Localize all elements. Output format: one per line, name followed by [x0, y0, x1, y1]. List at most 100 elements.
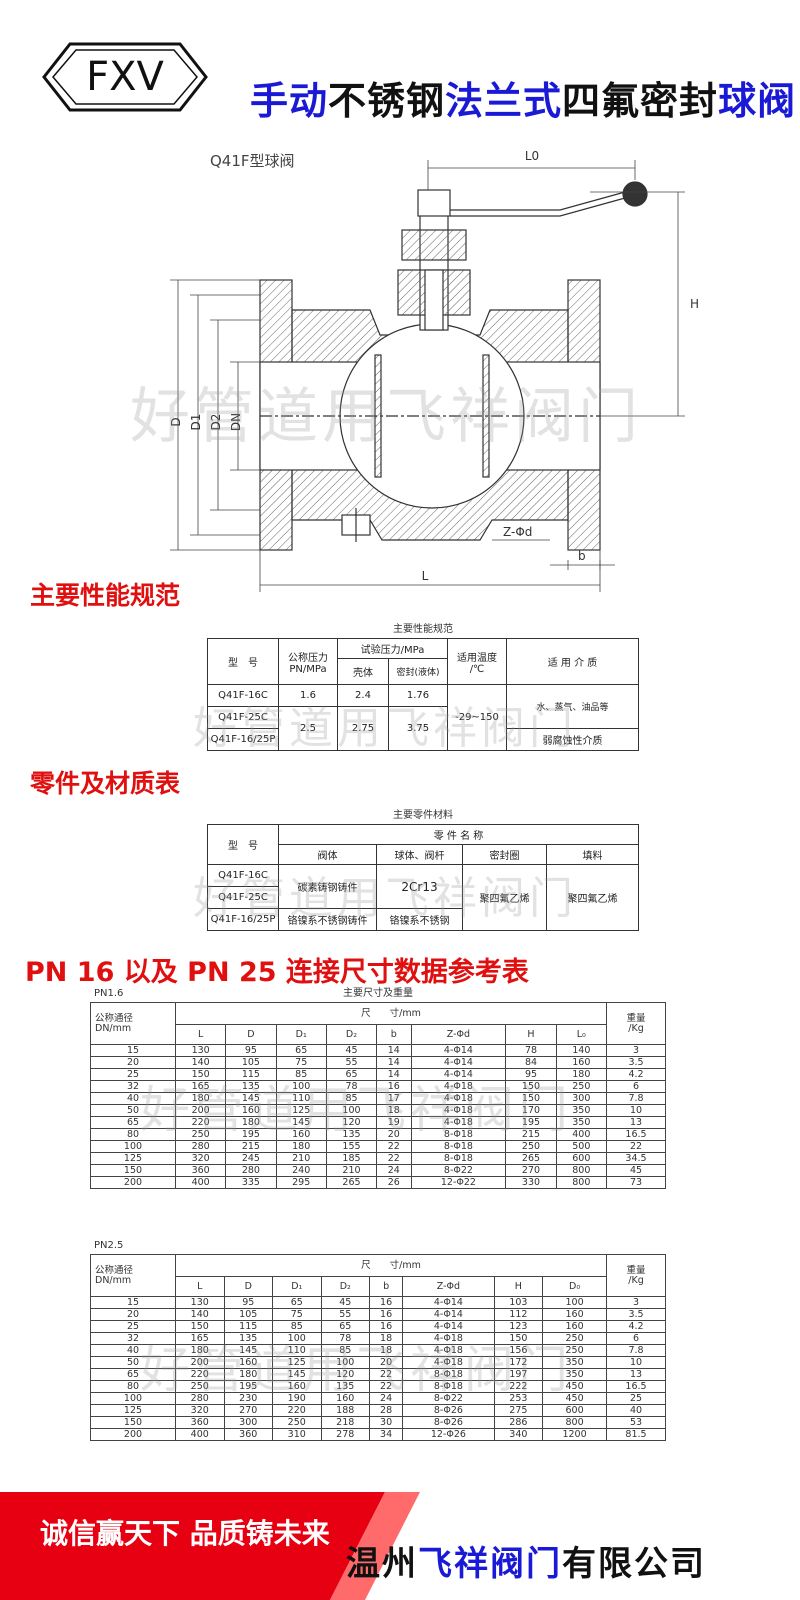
table-cell: 160 [555, 1056, 608, 1069]
table-cell: 22 [376, 1152, 412, 1165]
header-shell: 壳体 [337, 658, 389, 685]
section-heading-dimensions: PN 16 以及 PN 25 连接尺寸数据参考表 [25, 957, 529, 988]
table-cell: 180 [174, 1092, 227, 1105]
company-name-part: 温州 [346, 1544, 418, 1584]
svg-text:FXV: FXV [86, 54, 164, 100]
table-cell: 40 [90, 1344, 176, 1357]
table-cell: 265 [505, 1152, 557, 1165]
table-cell: 25 [90, 1320, 176, 1333]
table-cell: 145 [223, 1344, 273, 1357]
header-seal: 密封(液体) [388, 658, 448, 685]
table-cell: 22 [376, 1140, 412, 1153]
table-cell: 335 [225, 1176, 277, 1189]
table-cell: 125 [90, 1152, 176, 1165]
table-cell: 150 [505, 1080, 557, 1093]
table-cell: 250 [542, 1332, 607, 1345]
table-cell: 180 [225, 1116, 277, 1129]
table-cell: 65 [275, 1044, 327, 1057]
table-cell: 4-Φ14 [410, 1056, 507, 1069]
table-cell: 4-Φ18 [410, 1092, 507, 1105]
title-part: 法兰式 [445, 79, 563, 123]
table-cell: 8-Φ18 [410, 1128, 507, 1141]
table-cell: 55 [320, 1308, 370, 1321]
table-cell: 150 [493, 1332, 544, 1345]
header-media: 适 用 介 质 [506, 638, 639, 685]
table-cell: 155 [325, 1140, 378, 1153]
column-header: L₀ [555, 1024, 608, 1045]
table-cell: 295 [275, 1176, 327, 1189]
table-cell: 600 [555, 1152, 608, 1165]
temp-cell: -29~150 [447, 684, 507, 751]
table-cell: 330 [505, 1176, 557, 1189]
table-cell: 190 [272, 1392, 322, 1405]
table-cell: 45 [325, 1044, 378, 1057]
table-cell: 230 [223, 1392, 273, 1405]
table-cell: 250 [555, 1080, 608, 1093]
table-cell: 13 [606, 1116, 666, 1129]
column-header: D₁ [272, 1276, 322, 1297]
table-cell: 85 [325, 1092, 378, 1105]
table-cell: 13 [606, 1368, 666, 1381]
table-cell: 3.5 [606, 1056, 666, 1069]
table-cell: 135 [225, 1080, 277, 1093]
table-cell: 145 [272, 1368, 322, 1381]
table-cell: 250 [174, 1128, 227, 1141]
title-part: 不锈钢 [328, 79, 446, 123]
media-cell: 水、蒸气、油品等 [506, 684, 639, 729]
ball-valve-drawing: L0 H D D1 D2 DN Z-Φd b L [169, 149, 699, 592]
table-cell: 140 [174, 1056, 227, 1069]
table-cell: 160 [272, 1380, 322, 1393]
table-cell: 50 [90, 1104, 176, 1117]
table-cell: 160 [275, 1128, 327, 1141]
table-cell: 218 [320, 1416, 370, 1429]
table-cell: 100 [90, 1140, 176, 1153]
materials-table: 型 号 零 件 名 称 阀体 球体、阀杆 密封圈 填料 Q41F-16C 碳素铸… [207, 824, 639, 931]
table-cell: 32 [90, 1332, 176, 1345]
dim-label-zd: Z-Φd [503, 525, 532, 539]
table-cell: 100 [320, 1356, 370, 1369]
table-cell: 350 [542, 1356, 607, 1369]
table-cell: 123 [493, 1320, 544, 1333]
table-cell: 22 [606, 1140, 666, 1153]
header-packing: 填料 [546, 844, 639, 865]
table-cell: 240 [275, 1164, 327, 1177]
table-cell: 3 [606, 1296, 666, 1309]
header-size: 尺 寸/mm [175, 1254, 607, 1277]
table-cell: 160 [225, 1104, 277, 1117]
table-cell: 25 [90, 1068, 176, 1081]
table-cell: 65 [325, 1068, 378, 1081]
table-cell: 40 [90, 1092, 176, 1105]
table-cell: 85 [275, 1068, 327, 1081]
table-cell: 200 [90, 1428, 176, 1441]
table-cell: 140 [555, 1044, 608, 1057]
table-cell: 253 [493, 1392, 544, 1405]
performance-table: 型 号 公称压力 PN/MPa 试验压力/MPa 适用温度 /℃ 适 用 介 质… [207, 638, 639, 751]
table-cell: 360 [223, 1428, 273, 1441]
table-cell: 200 [174, 1104, 227, 1117]
table-cell: 4.2 [606, 1320, 666, 1333]
table-cell: 215 [505, 1128, 557, 1141]
model-cell: Q41F-16/25P [207, 728, 279, 751]
table-cell: 25 [606, 1392, 666, 1405]
table-cell: 210 [325, 1164, 378, 1177]
table-cell: 26 [376, 1176, 412, 1189]
table-cell: 125 [272, 1356, 322, 1369]
table-cell: 15 [90, 1296, 176, 1309]
table-cell: 95 [225, 1044, 277, 1057]
table-cell: 8-Φ18 [402, 1380, 495, 1393]
media-cell: 弱腐蚀性介质 [506, 728, 639, 751]
header-body: 阀体 [278, 844, 377, 865]
table-cell: 8-Φ26 [402, 1404, 495, 1417]
table-cell: 250 [272, 1416, 322, 1429]
header-pn: 公称压力 PN/MPa [278, 638, 338, 685]
table-cell: 100 [90, 1392, 176, 1405]
table-cell: 280 [175, 1392, 225, 1405]
company-name-part: 有限公司 [562, 1544, 706, 1584]
table-cell: 14 [376, 1068, 412, 1081]
